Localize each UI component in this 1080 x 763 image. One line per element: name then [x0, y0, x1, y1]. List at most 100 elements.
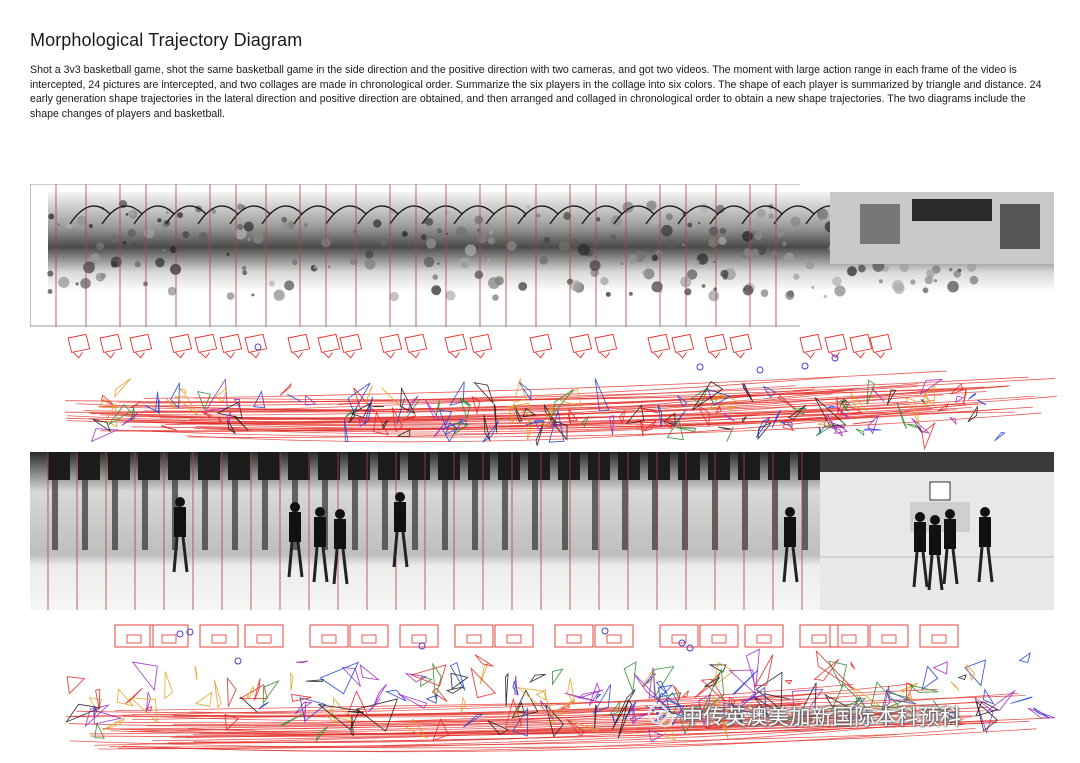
photo-texture — [57, 223, 60, 226]
player-triangle — [752, 695, 775, 722]
player-triangle — [949, 416, 957, 426]
player-triangle — [402, 414, 417, 421]
trajectory-arc — [136, 385, 1008, 412]
player-triangle — [512, 402, 531, 417]
player-triangle — [348, 410, 356, 424]
player-triangle — [145, 691, 151, 713]
backboard-shape — [199, 624, 239, 648]
trajectory-arc — [193, 712, 890, 744]
player-triangle — [548, 410, 565, 443]
photo-texture — [47, 270, 54, 277]
photo-texture — [756, 209, 766, 218]
player-silhouette — [927, 554, 934, 591]
photo-texture — [646, 200, 657, 211]
player-triangle — [771, 409, 782, 429]
player-triangle — [344, 408, 358, 418]
player-triangle — [474, 654, 494, 667]
player-triangle — [512, 707, 520, 720]
trajectory-arc — [143, 388, 855, 412]
player-triangle — [905, 397, 920, 426]
backboard-arc — [677, 205, 719, 225]
watermark-text: 中传英澳美加新国际本科预科 — [682, 705, 962, 729]
player-silhouette — [332, 548, 339, 585]
photo-texture — [211, 209, 217, 214]
player-triangle — [968, 392, 977, 400]
ceiling-block — [798, 452, 820, 480]
photo-texture — [167, 286, 177, 296]
player-silhouette — [912, 551, 919, 588]
player-triangle — [886, 389, 897, 406]
player-triangle — [815, 649, 854, 690]
photo-texture — [713, 261, 716, 264]
photo-texture — [784, 252, 795, 263]
player-triangle — [444, 421, 458, 436]
hoop-shape — [594, 333, 618, 359]
player-triangle — [835, 406, 850, 419]
player-triangle — [840, 399, 847, 405]
player-triangle — [1010, 696, 1033, 704]
player-triangle — [363, 396, 374, 426]
hoop-shape — [379, 333, 403, 359]
player-triangle — [909, 684, 939, 693]
player-silhouette — [394, 502, 406, 532]
photo-texture — [589, 260, 601, 272]
player-silhouette — [181, 536, 189, 573]
player-triangle — [964, 659, 987, 687]
player-triangle — [131, 661, 158, 692]
player-triangle — [161, 424, 177, 431]
photo-texture — [643, 268, 655, 280]
trajectory-arc — [89, 388, 945, 419]
photo-texture — [684, 288, 692, 296]
photo-texture — [349, 257, 358, 265]
photo-texture — [48, 213, 55, 220]
ceiling-block — [528, 452, 550, 480]
photo-texture — [947, 280, 959, 293]
player-triangle — [262, 680, 280, 705]
hoop-shape — [99, 333, 123, 359]
player-silhouette — [936, 554, 944, 591]
ceiling-block — [48, 452, 70, 480]
backboard-shape — [744, 624, 784, 648]
backboard-arc — [325, 205, 367, 225]
player-triangle — [358, 418, 367, 428]
backboard-arc — [645, 205, 687, 225]
trajectory-arc — [65, 704, 802, 718]
player-triangle — [701, 667, 725, 713]
player-triangle — [405, 718, 428, 739]
photo-texture — [445, 290, 456, 301]
player-triangle — [291, 693, 312, 703]
backboard-arc — [101, 205, 143, 225]
player-triangle — [201, 411, 213, 418]
player-triangle — [435, 400, 440, 417]
player-triangle — [623, 661, 637, 692]
ball-shape — [831, 354, 839, 362]
photo-texture — [506, 241, 517, 251]
player-triangle — [114, 378, 132, 399]
player-triangle — [592, 684, 612, 714]
ball-shape — [686, 644, 694, 652]
player-triangle — [718, 426, 732, 430]
player-triangle — [504, 697, 523, 728]
ceiling-block — [618, 452, 640, 480]
player-triangle — [294, 701, 313, 715]
player-triangle — [173, 395, 199, 416]
player-triangle — [512, 679, 519, 695]
photo-texture — [539, 256, 548, 265]
photo-texture — [628, 291, 633, 296]
player-triangle — [855, 698, 867, 707]
player-triangle — [450, 672, 469, 690]
player-triangle — [438, 409, 453, 428]
hoop-shape — [647, 333, 671, 359]
player-triangle — [641, 669, 656, 688]
photo-texture — [708, 237, 719, 248]
player-triangle — [778, 394, 795, 409]
player-silhouette — [289, 512, 301, 542]
photo-texture — [933, 279, 938, 283]
player-triangle — [900, 682, 919, 693]
ball-shape — [418, 642, 426, 650]
trajectory-arc — [130, 728, 976, 753]
ceiling-block — [228, 452, 250, 480]
player-triangle — [784, 679, 793, 685]
photo-texture — [793, 273, 800, 280]
trajectory-arc — [69, 728, 1037, 749]
